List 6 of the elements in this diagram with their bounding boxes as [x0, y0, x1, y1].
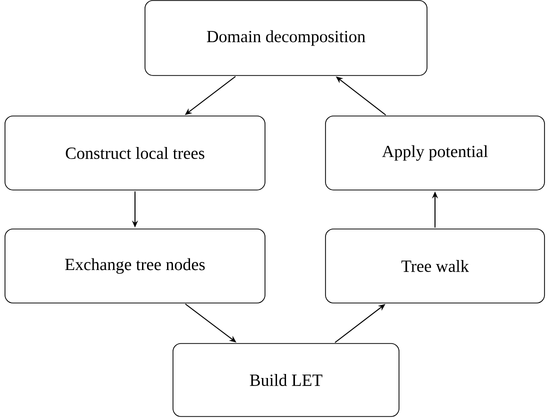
process-box: Construct local trees — [4, 116, 266, 190]
process-box: Build LET — [172, 343, 400, 417]
process-box: Apply potential — [325, 116, 545, 190]
process-box: Domain decomposition — [144, 0, 428, 76]
process-box: Tree walk — [325, 228, 545, 304]
process-box: Exchange tree nodes — [4, 228, 266, 304]
